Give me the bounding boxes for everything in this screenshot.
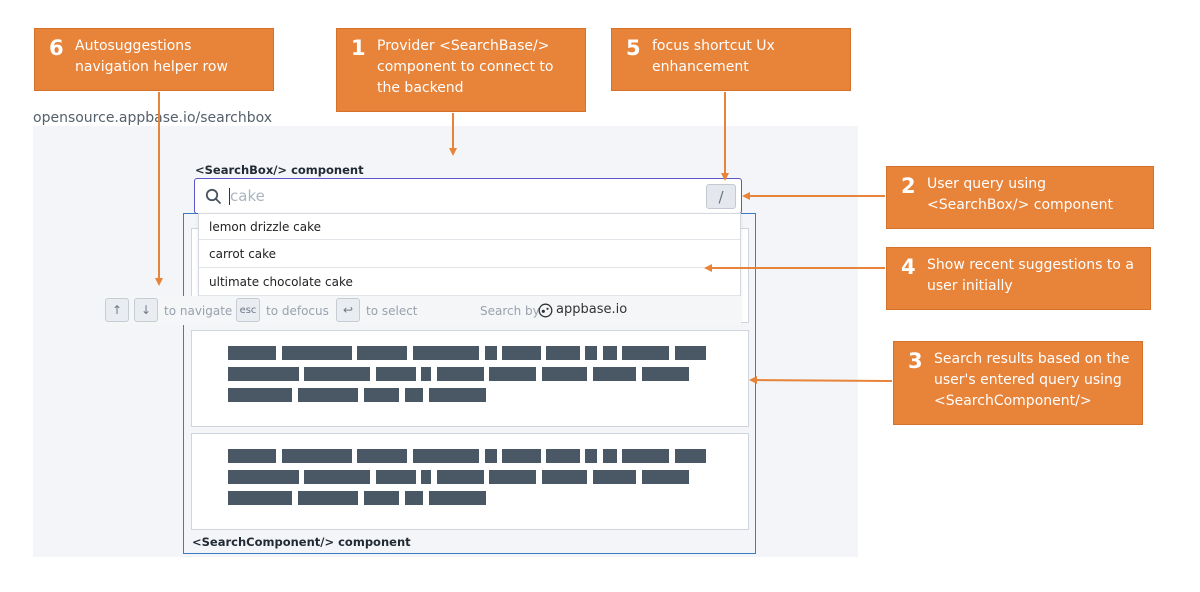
text-placeholder-bar xyxy=(364,491,399,505)
text-placeholder-bar xyxy=(593,470,636,484)
result-card[interactable] xyxy=(191,330,749,427)
text-placeholder-bar xyxy=(585,346,597,360)
text-placeholder-bar xyxy=(413,449,479,463)
callout-number: 4 xyxy=(901,255,916,279)
text-placeholder-bar xyxy=(298,491,358,505)
text-placeholder-bar xyxy=(228,346,276,360)
text-placeholder-bar xyxy=(675,346,706,360)
text-placeholder-bar xyxy=(603,346,617,360)
callout-number: 3 xyxy=(908,349,923,373)
text-placeholder-bar xyxy=(622,346,669,360)
text-placeholder-bar xyxy=(405,388,423,402)
defocus-hint: to defocus xyxy=(266,304,329,318)
callout-number: 2 xyxy=(901,174,916,198)
text-placeholder-bar xyxy=(485,449,497,463)
search-by-text: Search by xyxy=(480,304,540,318)
text-placeholder-bar xyxy=(405,491,423,505)
text-placeholder-bar xyxy=(546,449,580,463)
text-placeholder-bar xyxy=(357,449,407,463)
esc-key-icon: esc xyxy=(236,298,260,322)
enter-key-icon: ↩ xyxy=(336,298,360,322)
text-placeholder-bar xyxy=(421,367,431,381)
text-placeholder-bar xyxy=(502,346,541,360)
callout-text: User query using <SearchBox/> component xyxy=(927,176,1113,213)
text-placeholder-bar xyxy=(642,367,689,381)
callout-2: 2 User query using <SearchBox/> componen… xyxy=(886,166,1154,229)
text-placeholder-bar xyxy=(585,449,597,463)
suggestion-item[interactable]: carrot cake xyxy=(199,241,740,268)
text-placeholder-bar xyxy=(304,367,370,381)
site-url: opensource.appbase.io/searchbox xyxy=(33,110,273,126)
arrow-down-key-icon: ↓ xyxy=(134,298,158,322)
searchbox-component-label: <SearchBox/> component xyxy=(195,163,364,177)
arrow-up-key-icon: ↑ xyxy=(105,298,129,322)
text-placeholder-bar xyxy=(228,491,292,505)
text-cursor xyxy=(229,188,230,205)
suggestion-item[interactable]: lemon drizzle cake xyxy=(199,214,740,240)
text-placeholder-bar xyxy=(228,388,292,402)
appbase-brand[interactable]: appbase.io xyxy=(556,302,628,317)
searchbox[interactable]: cake / xyxy=(194,178,742,214)
navigate-hint: to navigate xyxy=(164,304,233,318)
suggestion-item[interactable]: ultimate chocolate cake xyxy=(199,269,740,296)
callout-text: Autosuggestions navigation helper row xyxy=(75,38,228,75)
callout-number: 1 xyxy=(351,36,366,60)
search-input[interactable]: cake xyxy=(230,187,265,205)
text-placeholder-bar xyxy=(364,388,399,402)
text-placeholder-bar xyxy=(489,470,536,484)
select-hint: to select xyxy=(366,304,418,318)
text-placeholder-bar xyxy=(542,470,587,484)
text-placeholder-bar xyxy=(376,470,416,484)
callout-text: Provider <SearchBase/> component to conn… xyxy=(377,38,554,96)
callout-5: 5 focus shortcut Ux enhancement xyxy=(611,28,851,91)
callout-number: 5 xyxy=(626,36,641,60)
appbase-logo-icon xyxy=(538,303,553,318)
focus-shortcut-key[interactable]: / xyxy=(706,184,736,209)
text-placeholder-bar xyxy=(228,449,276,463)
callout-text: Search results based on the user's enter… xyxy=(934,351,1130,409)
text-placeholder-bar xyxy=(304,470,370,484)
callout-4: 4 Show recent suggestions to a user init… xyxy=(886,247,1151,310)
text-placeholder-bar xyxy=(298,388,358,402)
callout-1: 1 Provider <SearchBase/> component to co… xyxy=(336,28,586,112)
text-placeholder-bar xyxy=(622,449,669,463)
text-placeholder-bar xyxy=(437,367,484,381)
text-placeholder-bar xyxy=(642,470,689,484)
text-placeholder-bar xyxy=(282,449,352,463)
text-placeholder-bar xyxy=(675,449,706,463)
text-placeholder-bar xyxy=(228,367,299,381)
text-placeholder-bar xyxy=(429,388,486,402)
text-placeholder-bar xyxy=(357,346,407,360)
search-icon xyxy=(205,188,221,204)
result-card[interactable] xyxy=(191,433,749,530)
text-placeholder-bar xyxy=(437,470,484,484)
text-placeholder-bar xyxy=(489,367,536,381)
callout-number: 6 xyxy=(49,36,64,60)
callout-text: Show recent suggestions to a user initia… xyxy=(927,257,1134,294)
search-component-label: <SearchComponent/> component xyxy=(192,535,411,549)
text-placeholder-bar xyxy=(376,367,416,381)
text-placeholder-bar xyxy=(429,491,486,505)
callout-text: focus shortcut Ux enhancement xyxy=(652,38,775,75)
text-placeholder-bar xyxy=(542,367,587,381)
text-placeholder-bar xyxy=(603,449,617,463)
navigation-helper-row: ↑ ↓ to navigate esc to defocus ↩ to sele… xyxy=(103,296,741,325)
text-placeholder-bar xyxy=(421,470,431,484)
text-placeholder-bar xyxy=(546,346,580,360)
text-placeholder-bar xyxy=(413,346,479,360)
text-placeholder-bar xyxy=(485,346,497,360)
callout-6: 6 Autosuggestions navigation helper row xyxy=(34,28,274,91)
text-placeholder-bar xyxy=(502,449,541,463)
text-placeholder-bar xyxy=(228,470,299,484)
text-placeholder-bar xyxy=(593,367,636,381)
callout-3: 3 Search results based on the user's ent… xyxy=(893,341,1143,425)
text-placeholder-bar xyxy=(282,346,352,360)
